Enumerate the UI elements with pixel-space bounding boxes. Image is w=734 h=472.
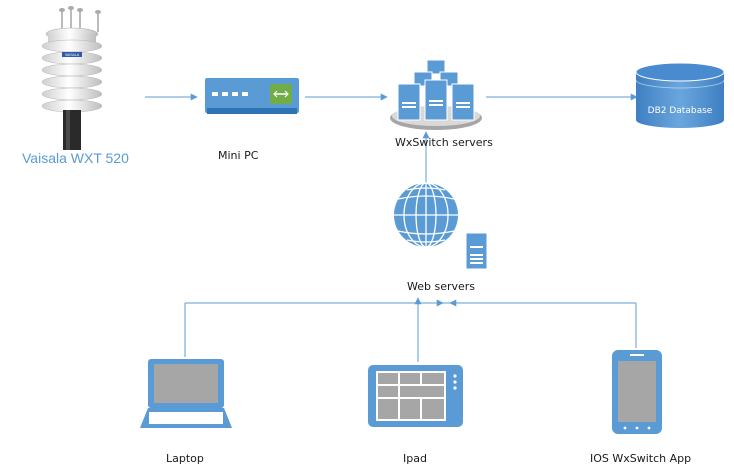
- web-servers-label: Web servers: [407, 280, 476, 293]
- tablet-icon: [368, 365, 463, 427]
- ipad-label: Ipad: [403, 452, 427, 465]
- mini-pc-icon: [205, 78, 299, 114]
- globe-icon: [394, 182, 458, 248]
- wxswitch-servers-label: WxSwitch servers: [395, 136, 493, 149]
- server-cluster-icon: [390, 59, 482, 130]
- database-icon: [635, 62, 725, 128]
- connectors: [145, 93, 638, 362]
- sensor-label: Vaisala WXT 520: [22, 150, 129, 166]
- database-label: DB2 Database: [647, 106, 713, 116]
- laptop-icon: [140, 359, 232, 428]
- ios-app-label: IOS WxSwitch App: [590, 452, 692, 465]
- smartphone-icon: [612, 350, 662, 434]
- laptop-label: Laptop: [166, 452, 204, 465]
- vaisala-badge-text: VAISALA: [65, 53, 80, 57]
- mini-pc-label: Mini PC: [218, 149, 259, 162]
- web-server-icon: [465, 232, 488, 270]
- weather-sensor-icon: VAISALA: [41, 6, 103, 150]
- vaisala-badge: [62, 52, 82, 57]
